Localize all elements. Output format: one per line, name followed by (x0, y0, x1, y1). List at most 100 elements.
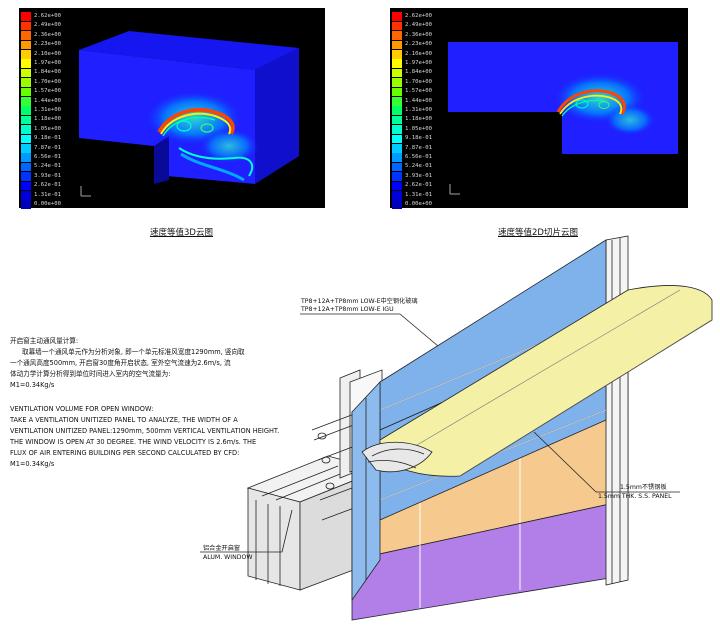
legend-entry: 1.97e+00 (21, 59, 61, 68)
legend-entry: 1.18e+00 (392, 115, 432, 125)
legend-value: 0.00e+00 (34, 201, 61, 207)
notes-cn-formula: M1=0.34Kg/s (10, 381, 55, 389)
legend-entry: 2.62e+00 (21, 12, 61, 21)
legend-swatch (21, 143, 31, 153)
legend-entry: 2.23e+00 (21, 40, 61, 50)
notes-cn-title: 开启窗主动通风量计算: (10, 337, 79, 345)
legend-value: 2.62e+00 (405, 13, 432, 19)
legend-value: 9.18e-01 (405, 135, 432, 142)
notes-cn-line3: 体动力学计算分析得到单位时间进入室内的空气流量为: (10, 370, 171, 378)
legend-value: 1.97e+00 (405, 60, 432, 66)
callout-window-en: ALUM. WINDOW (203, 554, 253, 561)
legend-entry: 2.49e+00 (21, 21, 61, 31)
cfd-2d-axes (449, 184, 460, 195)
legend-swatch (392, 12, 402, 21)
legend-entry: 1.05e+00 (392, 125, 432, 134)
legend-value: 2.23e+00 (34, 41, 61, 48)
legend-value: 1.18e+00 (34, 116, 61, 123)
legend-value: 0.00e+00 (405, 201, 432, 207)
legend-swatch (21, 200, 31, 209)
legend-entry: 0.00e+00 (392, 200, 432, 209)
legend-swatch (392, 31, 402, 40)
legend-entry: 1.84e+00 (392, 68, 432, 78)
legend-swatch (392, 190, 402, 200)
legend-entry: 2.23e+00 (392, 40, 432, 50)
cfd-3d-plot (79, 31, 299, 197)
legend-entry: 1.31e-01 (392, 190, 432, 200)
notes-en-line4: FLUX OF AIR ENTERING BUILDING PER SECOND… (10, 449, 240, 457)
legend-entry: 2.10e+00 (392, 49, 432, 59)
legend-swatch (21, 106, 31, 115)
legend-swatch (392, 106, 402, 115)
legend-swatch (392, 68, 402, 78)
legend-value: 6.56e-01 (34, 154, 61, 160)
legend-value: 2.10e+00 (34, 50, 61, 57)
legend-swatch (21, 125, 31, 134)
legend-value: 5.24e-01 (405, 163, 432, 170)
legend-entry: 1.31e-01 (21, 190, 61, 200)
legend-value: 1.97e+00 (34, 60, 61, 66)
notes-cn-line1: 取幕墙一个通风单元作为分析对象, 即一个单元标准风宽度1290mm, 竖向取 (22, 348, 245, 356)
legend-entry: 1.57e+00 (21, 87, 61, 97)
legend-swatch (21, 87, 31, 97)
legend-swatch (21, 21, 31, 31)
legend-swatch (21, 162, 31, 172)
legend-value: 1.05e+00 (34, 125, 61, 132)
legend-swatch (21, 59, 31, 68)
legend-swatch (392, 96, 402, 106)
legend-entry: 6.56e-01 (21, 153, 61, 162)
caption-cfd-3d: 速度等值3D云图 (150, 228, 213, 238)
legend-entry: 1.70e+00 (21, 78, 61, 87)
legend-swatch (392, 59, 402, 68)
legend-swatch (392, 200, 402, 209)
cfd-3d-axes (80, 186, 91, 197)
legend-entry: 1.18e+00 (21, 115, 61, 125)
legend-value: 1.18e+00 (405, 116, 432, 123)
legend-swatch (21, 172, 31, 181)
leader-panel (533, 431, 597, 493)
legend-value: 1.44e+00 (34, 97, 61, 104)
legend-value: 1.57e+00 (405, 88, 432, 95)
caption-cfd-2d: 速度等值2D切片云图 (498, 228, 578, 238)
legend-swatch (21, 40, 31, 50)
legend-swatch (21, 134, 31, 144)
legend-value: 2.49e+00 (34, 22, 61, 29)
legend-value: 7.87e-01 (405, 144, 432, 151)
legend-swatch (392, 162, 402, 172)
legend-value: 1.84e+00 (405, 69, 432, 76)
notes-en-line2: VENTILATION UNITIZED PANEL:1290mm, 500mm… (10, 427, 280, 435)
legend-value: 1.84e+00 (34, 69, 61, 76)
legend-entry: 2.36e+00 (21, 31, 61, 40)
legend-value: 2.36e+00 (34, 31, 61, 38)
legend-swatch (21, 31, 31, 40)
callout-glass-cn: TP8+12A+TP8mm LOW-E中空钢化玻璃 (301, 298, 418, 305)
legend-swatch (392, 134, 402, 144)
legend-entry: 3.93e-01 (21, 172, 61, 181)
legend-entry: 0.00e+00 (21, 200, 61, 209)
notes-cn-line2: 一个通风高度500mm, 开启窗30度角开启状态, 室外空气流速为2.6m/s,… (10, 359, 231, 367)
cfd-3d-step (79, 138, 154, 184)
leader-glass (399, 313, 439, 347)
legend-value: 2.62e-01 (405, 182, 432, 189)
legend-entry: 2.62e+00 (392, 12, 432, 21)
callout-panel-cn: 1.5mm不锈钢板 (620, 484, 667, 491)
legend-value: 2.62e-01 (34, 182, 61, 189)
legend-entry: 3.93e-01 (392, 172, 432, 181)
right-column (605, 235, 629, 586)
legend-value: 1.31e-01 (405, 191, 432, 198)
cfd-3d-box-top (79, 31, 299, 70)
legend-entry: 2.62e-01 (392, 181, 432, 191)
legend-entry: 7.87e-01 (21, 143, 61, 153)
legend-swatch (392, 40, 402, 50)
legend-value: 2.23e+00 (405, 41, 432, 48)
leader-window (281, 509, 293, 553)
notes-en-line3: THE WINDOW IS OPEN AT 30 DEGREE. THE WIN… (10, 438, 257, 446)
legend-entry: 1.44e+00 (21, 96, 61, 106)
legend-entry: 1.84e+00 (21, 68, 61, 78)
callout-glass-en: TP8+12A+TP8mm LOW-E IGU (301, 306, 394, 313)
legend-swatch (21, 96, 31, 106)
